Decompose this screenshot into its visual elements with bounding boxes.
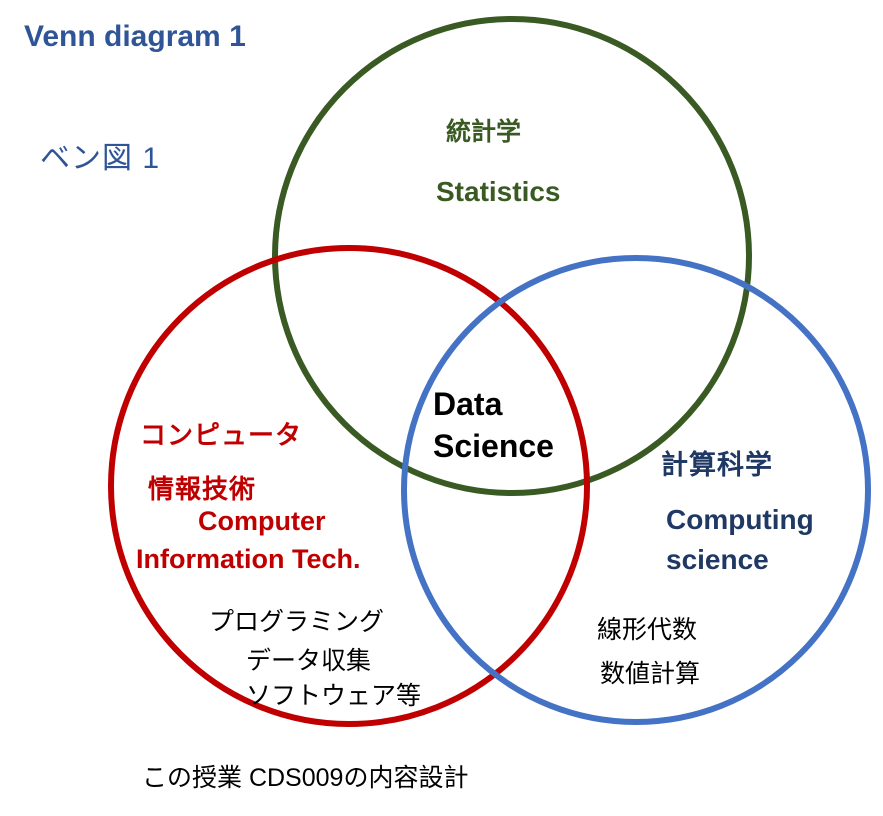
computing-science-circle — [401, 255, 871, 725]
computer-information-tech-circle — [108, 245, 590, 727]
computing-science-example: 数値計算 — [600, 660, 701, 688]
title-japanese: ベン図 1 — [40, 142, 161, 175]
statistics-label-en: Statistics — [436, 176, 561, 207]
computing-science-label-en-line1: Computing — [666, 504, 814, 535]
computing-science-example: 線形代数 — [597, 616, 698, 644]
title-english: Venn diagram 1 — [24, 20, 246, 53]
computer-tech-label-ja-line1: コンピュータ — [140, 420, 303, 450]
data-science-label-line2: Science — [433, 428, 554, 464]
computing-science-label-ja: 計算科学 — [661, 450, 773, 480]
statistics-label-ja: 統計学 — [446, 118, 522, 146]
computer-tech-example: データ収集 — [246, 647, 372, 675]
data-science-label-line1: Data — [433, 386, 503, 422]
computer-tech-label-en-line1: Computer — [198, 506, 326, 536]
computer-tech-example: ソフトウェア等 — [246, 682, 422, 710]
statistics-circle — [272, 16, 752, 496]
computing-science-label-en-line2: science — [666, 544, 769, 575]
computer-tech-label-en-line2: Information Tech. — [136, 544, 361, 574]
computer-tech-example: プログラミング — [209, 608, 385, 636]
computer-tech-label-ja-line2: 情報技術 — [148, 474, 257, 504]
footer-caption: この授業 CDS009の内容設計 — [142, 764, 469, 792]
